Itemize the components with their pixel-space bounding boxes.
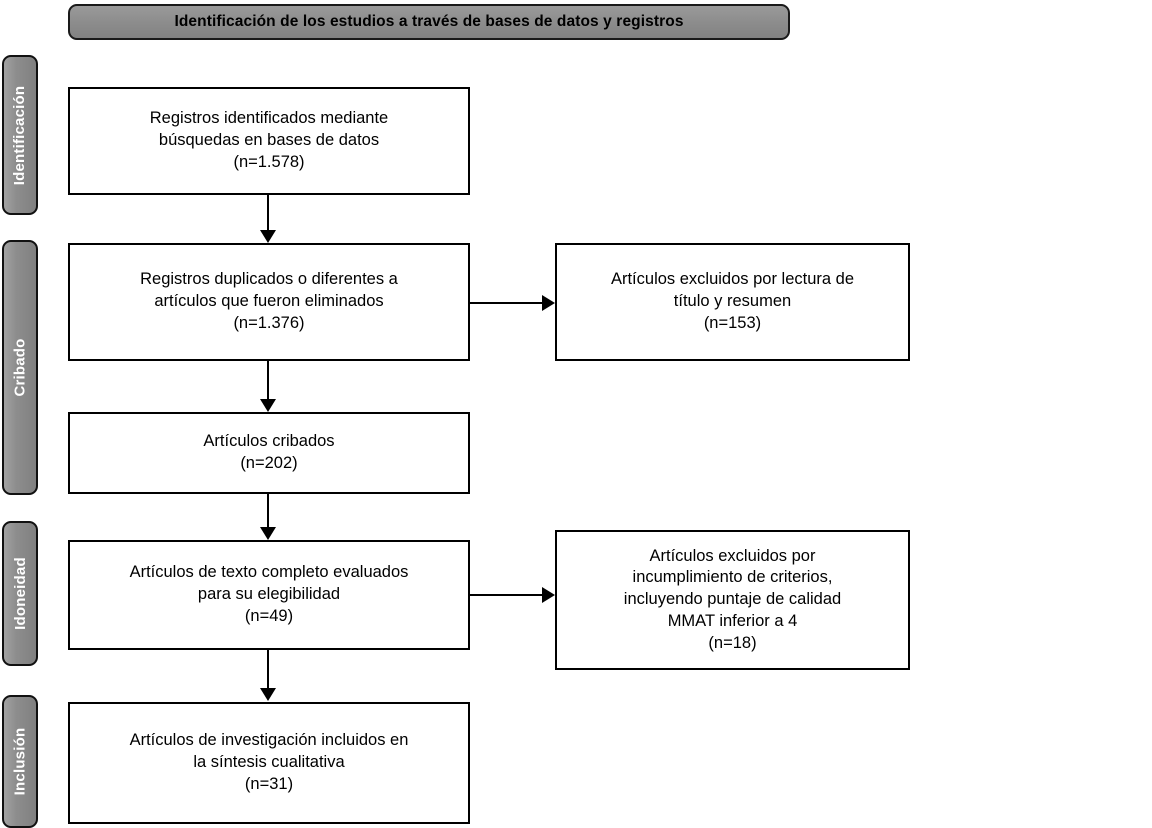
flow-box-excluded-criteria-mmat: Artículos excluidos por incumplimiento d… (555, 530, 910, 670)
connector-fulltext-to-included (267, 650, 269, 689)
connector-fulltext-to-excluded-criteria (470, 594, 544, 596)
flow-box-studies-included: Artículos de investigación incluidos en … (68, 702, 470, 824)
flow-box-text: Artículos de investigación incluidos en … (129, 731, 409, 793)
flow-box-text: Artículos de texto completo evaluados pa… (129, 563, 409, 625)
arrowhead-icon (542, 295, 555, 311)
phase-tab-label: Identificación (11, 85, 29, 185)
flow-box-excluded-title-abstract: Artículos excluidos por lectura de títul… (555, 243, 910, 361)
flow-box-text: Artículos excluidos por lectura de títul… (610, 270, 855, 332)
flow-box-fulltext-assessed: Artículos de texto completo evaluados pa… (68, 540, 470, 650)
phase-tab-label: Inclusión (11, 727, 29, 796)
phase-tab-identificacion: Identificación (2, 55, 38, 215)
connector-duplicates-to-excluded-title (470, 302, 544, 304)
flow-box-text: Registros identificados mediante búsqued… (149, 109, 389, 171)
page-title: Identificación de los estudios a través … (174, 13, 684, 30)
flow-box-text: Artículos cribados (n=202) (203, 432, 335, 472)
arrowhead-icon (260, 688, 276, 701)
phase-tab-idoneidad: Idoneidad (2, 521, 38, 666)
diagram-title-banner: Identificación de los estudios a través … (68, 4, 790, 40)
flow-box-text: Registros duplicados o diferentes a artí… (140, 270, 398, 332)
flow-box-records-identified: Registros identificados mediante búsqued… (68, 87, 470, 195)
flow-box-text: Artículos excluidos por incumplimiento d… (623, 546, 842, 652)
connector-duplicates-to-screened (267, 361, 269, 400)
flow-box-records-screened: Artículos cribados (n=202) (68, 412, 470, 494)
phase-tab-cribado: Cribado (2, 240, 38, 495)
arrowhead-icon (260, 399, 276, 412)
phase-tab-label: Idoneidad (11, 557, 29, 630)
phase-tab-label: Cribado (11, 338, 29, 397)
arrowhead-icon (542, 587, 555, 603)
flow-box-duplicates-removed: Registros duplicados o diferentes a artí… (68, 243, 470, 361)
phase-tab-inclusion: Inclusión (2, 695, 38, 828)
arrowhead-icon (260, 527, 276, 540)
connector-identified-to-duplicates (267, 195, 269, 232)
arrowhead-icon (260, 230, 276, 243)
connector-screened-to-fulltext (267, 494, 269, 528)
